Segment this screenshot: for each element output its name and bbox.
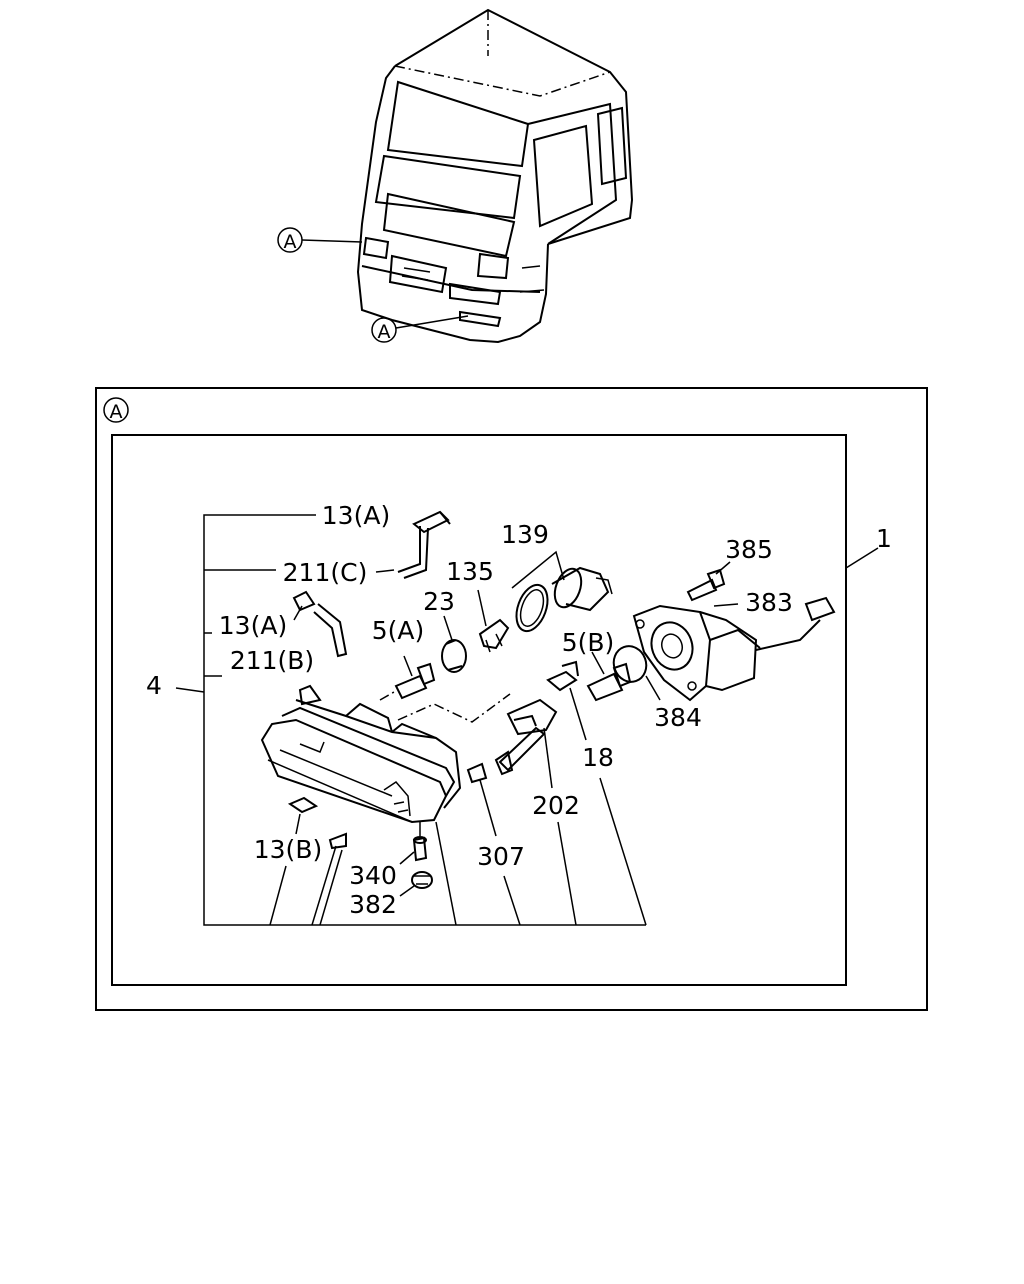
label-13b: 13(B) <box>254 835 322 864</box>
label-18: 18 <box>582 743 614 772</box>
leveling-motor-383 <box>632 596 836 702</box>
label-23: 23 <box>423 587 455 616</box>
truck-cab-illustration <box>356 8 634 344</box>
svg-text:A: A <box>378 321 391 343</box>
label-13a-top: 13(A) <box>322 501 390 530</box>
label-5b: 5(B) <box>562 628 615 657</box>
assembly-bracket <box>175 514 646 926</box>
label-5a: 5(A) <box>372 616 425 645</box>
gasket-384 <box>612 645 661 701</box>
label-384: 384 <box>654 703 702 732</box>
label-1: 1 <box>876 524 892 553</box>
cap-23 <box>441 615 467 673</box>
label-202: 202 <box>532 791 580 820</box>
leader-211c <box>375 569 395 573</box>
label-135: 135 <box>446 557 494 586</box>
clip-135 <box>477 589 510 653</box>
screw-side <box>328 832 347 850</box>
ring-139 <box>511 550 613 633</box>
hose-13a-top <box>397 510 451 579</box>
bulb-18 <box>546 660 587 741</box>
headlamp-unit <box>260 684 511 824</box>
label-383: 383 <box>745 588 793 617</box>
detail-outer-frame <box>95 387 928 1011</box>
adjuster-202 <box>494 698 558 789</box>
label-13a: 13(A) <box>219 611 287 640</box>
label-382: 382 <box>349 890 397 919</box>
label-307: 307 <box>477 842 525 871</box>
svg-text:A: A <box>110 401 123 423</box>
leader-1 <box>845 547 879 569</box>
callout-a-upper: A <box>277 227 363 253</box>
detail-inner-frame <box>111 434 847 986</box>
label-211c: 211(C) <box>283 558 368 587</box>
hose-211b <box>292 590 348 658</box>
screw-307 <box>466 762 497 837</box>
screw-340 <box>399 822 428 865</box>
label-139: 139 <box>501 520 549 549</box>
label-4: 4 <box>146 671 162 700</box>
svg-text:A: A <box>284 231 297 253</box>
callout-a-lower: A <box>371 315 469 343</box>
clip-13b <box>287 796 319 835</box>
grommet-382 <box>399 871 433 897</box>
label-211b: 211(B) <box>230 646 314 675</box>
bulb-5b <box>586 651 632 702</box>
bottom-leaders <box>269 777 647 926</box>
label-385: 385 <box>725 535 773 564</box>
bolt-385 <box>686 561 731 602</box>
bulb-5a <box>394 655 436 700</box>
label-340: 340 <box>349 861 397 890</box>
section-a-label: A <box>103 397 129 423</box>
